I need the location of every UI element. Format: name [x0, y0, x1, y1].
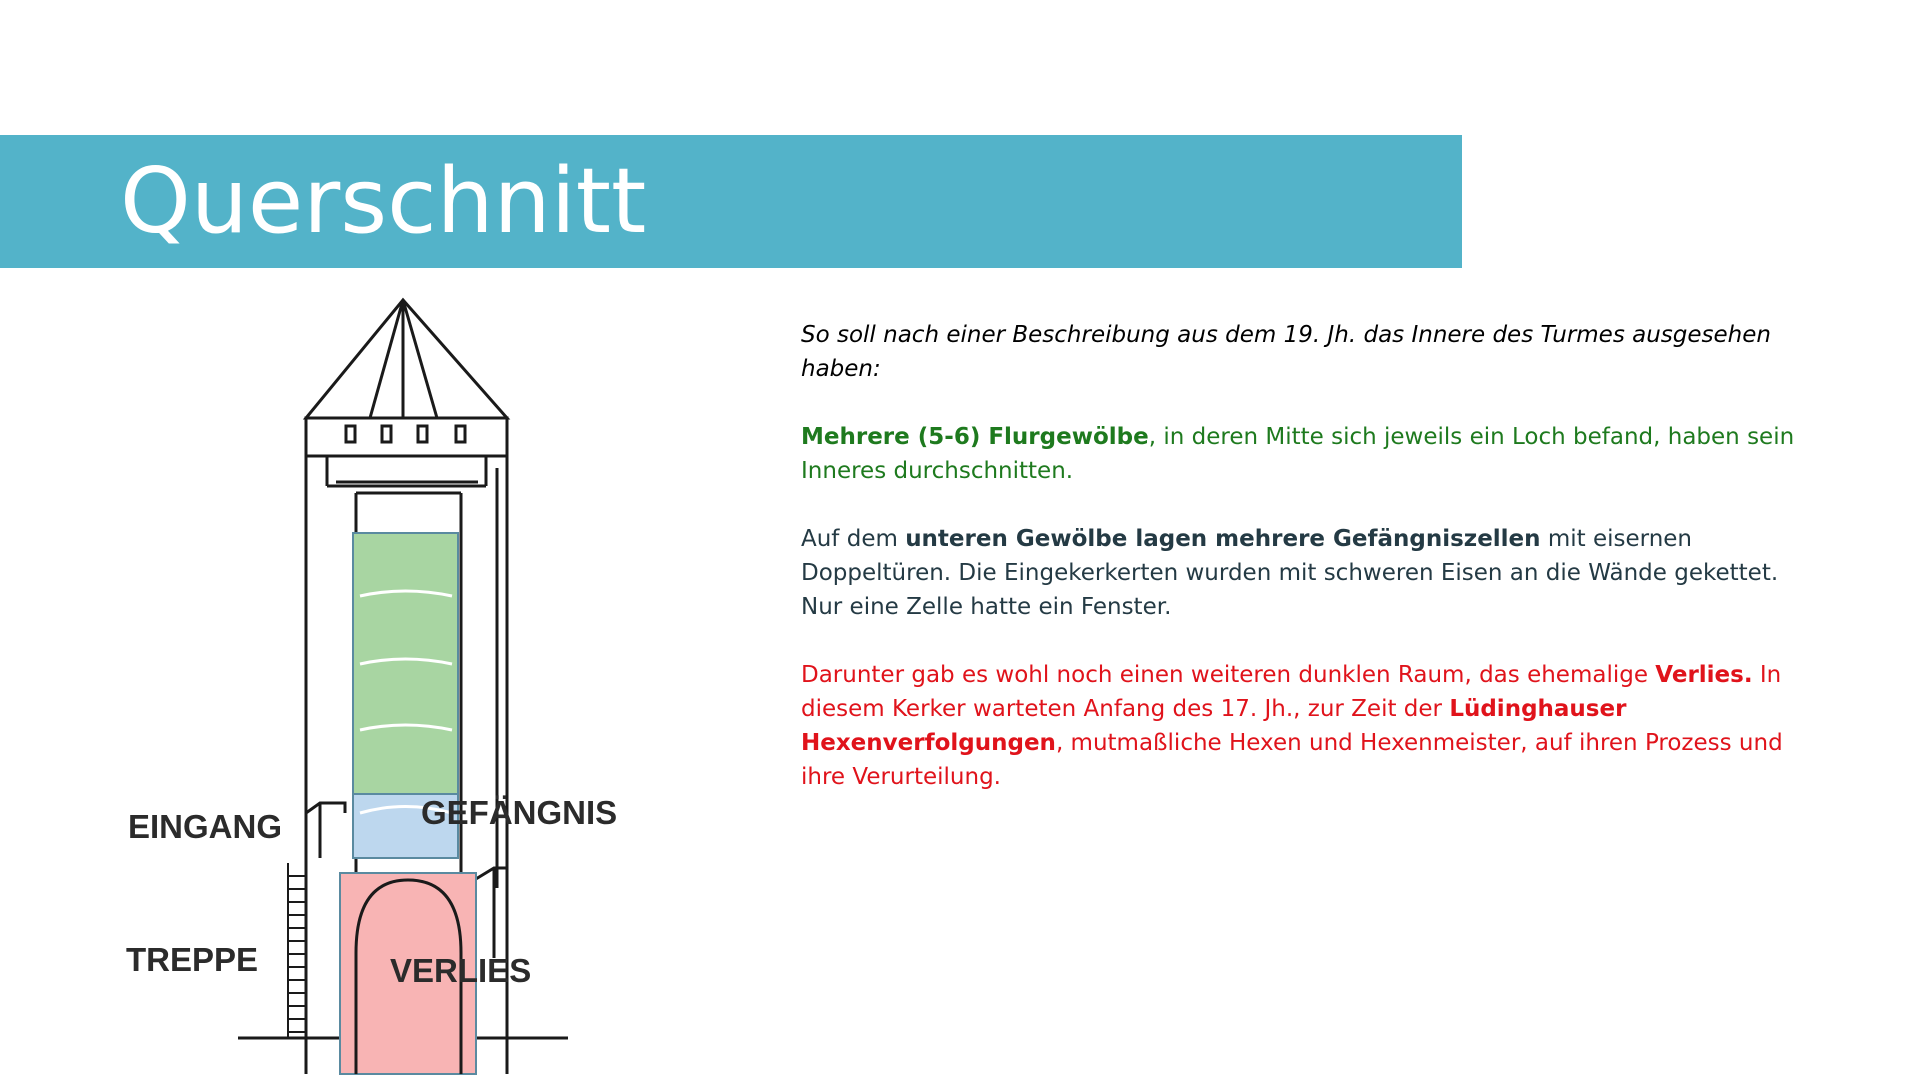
vaults-area	[352, 532, 459, 795]
dungeon-area	[339, 872, 477, 1075]
intro-paragraph: So soll nach einer Beschreibung aus dem …	[801, 322, 1771, 382]
prison-area	[352, 793, 459, 859]
dungeon-text-pre: Darunter gab es wohl noch einen weiteren…	[801, 662, 1656, 688]
prison-paragraph: Auf dem unteren Gewölbe lagen mehrere Ge…	[801, 522, 1821, 624]
title-band: Querschnitt	[0, 135, 1462, 268]
tower-parapet	[304, 416, 509, 488]
dungeon-text-rest: , mutmaßliche Hexen und Hexenmeister, au…	[801, 730, 1783, 790]
prison-text: mit eisernen Doppeltüren. Die Eingekerke…	[801, 526, 1779, 620]
label-verlies: VERLIES	[390, 952, 531, 989]
prison-highlight: unteren Gewölbe lagen mehrere Gefängnisz…	[905, 526, 1541, 552]
prison-text-pre: Auf dem	[801, 526, 906, 552]
description-text: So soll nach einer Beschreibung aus dem …	[801, 318, 1821, 828]
label-gefaengnis: GEFÄNGNIS	[421, 794, 617, 831]
dungeon-highlight-verlies: Verlies.	[1655, 662, 1753, 688]
dungeon-highlight-hexen: Lüdinghauser Hexenverfolgungen	[801, 696, 1627, 756]
label-treppe: TREPPE	[126, 941, 258, 978]
tower-staircase	[287, 863, 307, 1038]
tower-cross-section: EINGANG GEFÄNGNIS TREPPE VERLIES	[0, 268, 780, 1079]
vaults-highlight: Mehrere (5-6) Flurgewölbe	[801, 424, 1149, 450]
dungeon-paragraph: Darunter gab es wohl noch einen weiteren…	[801, 658, 1821, 794]
vaults-text: , in deren Mitte sich jeweils ein Loch b…	[801, 424, 1795, 484]
tower-drawing: EINGANG GEFÄNGNIS TREPPE VERLIES	[126, 297, 617, 1075]
tower-roof	[302, 297, 511, 420]
label-eingang: EINGANG	[128, 808, 282, 845]
slide-title: Querschnitt	[120, 149, 647, 254]
vaults-paragraph: Mehrere (5-6) Flurgewölbe, in deren Mitt…	[801, 420, 1821, 488]
dungeon-text-mid: In diesem Kerker warteten Anfang des 17.…	[801, 662, 1782, 722]
